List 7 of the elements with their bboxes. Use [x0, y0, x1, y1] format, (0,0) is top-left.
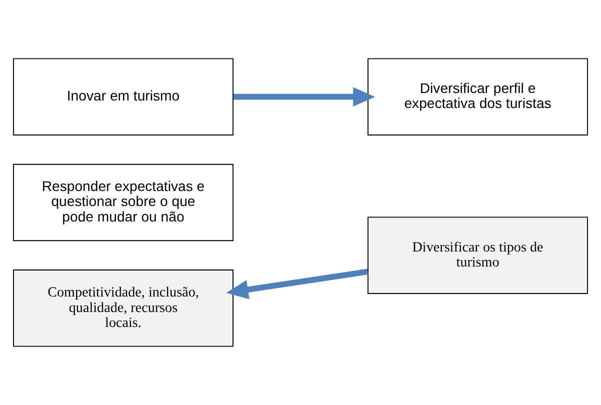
node-box: Inovar em turismo	[13, 58, 234, 136]
node-box: Diversificar os tipos de turismo	[368, 216, 588, 294]
arrow	[233, 87, 376, 106]
node-box: Diversificar perfil e expectativa dos turistas	[368, 58, 588, 136]
node-box: Responder expectativas e questionar sobre o que pode mudar ou não	[13, 164, 234, 242]
node-box: Competitividade, inclusão, qualidade, recursos locais.	[13, 270, 234, 347]
arrow	[226, 268, 368, 300]
